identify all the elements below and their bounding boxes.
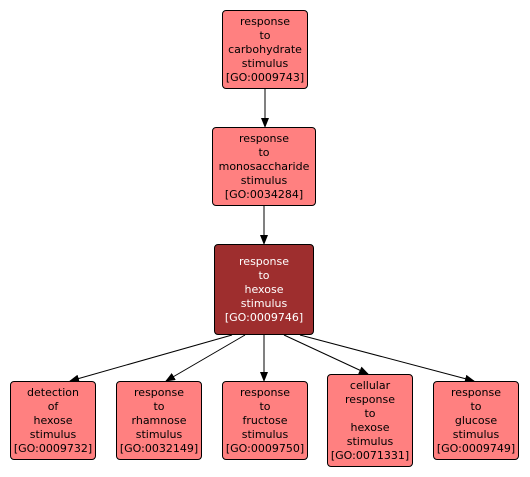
node-label-line: stimulus [241, 56, 289, 70]
node-label-line: to [259, 28, 271, 42]
node-label-line: to [470, 399, 482, 413]
node-response-to-monosaccharide-stimulus[interactable]: response to monosaccharide stimulus [GO:… [212, 127, 316, 206]
node-go-id: [GO:0032149] [119, 441, 199, 455]
node-label-line: response [239, 131, 289, 145]
node-label-line: carbohydrate [228, 42, 302, 56]
node-response-to-fructose-stimulus[interactable]: response to fructose stimulus [GO:000975… [222, 381, 308, 460]
node-label-line: hexose [350, 420, 390, 434]
node-label-line: hexose [33, 413, 73, 427]
node-label-line: to [258, 268, 270, 282]
node-label-line: fructose [242, 413, 288, 427]
edge-hexose-to-rhamnose [165, 334, 246, 382]
node-label-line: to [259, 399, 271, 413]
edge-hexose-to-detection [69, 334, 233, 383]
node-label-line: stimulus [240, 173, 288, 187]
node-response-to-rhamnose-stimulus[interactable]: response to rhamnose stimulus [GO:003214… [116, 381, 202, 460]
node-label-line: monosaccharide [218, 159, 310, 173]
node-label-line: to [258, 145, 270, 159]
node-label-line: response [240, 385, 290, 399]
node-label-line: to [153, 399, 165, 413]
node-go-id: [GO:0009746] [224, 310, 304, 324]
node-label-line: response [451, 385, 501, 399]
node-label-line: stimulus [241, 427, 289, 441]
node-label-line: glucose [454, 413, 498, 427]
node-label-line: response [240, 14, 290, 28]
node-label-line: detection [27, 385, 79, 399]
node-label-line: response [134, 385, 184, 399]
node-response-to-glucose-stimulus[interactable]: response to glucose stimulus [GO:0009749… [433, 381, 519, 460]
node-label-line: rhamnose [131, 413, 187, 427]
node-response-to-carbohydrate-stimulus[interactable]: response to carbohydrate stimulus [GO:00… [222, 10, 308, 89]
node-label-line: stimulus [135, 427, 183, 441]
edge-hexose-to-cellular [283, 334, 369, 375]
node-label-line: hexose [244, 282, 284, 296]
node-go-id: [GO:0009743] [225, 70, 305, 84]
node-response-to-hexose-stimulus[interactable]: response to hexose stimulus [GO:0009746] [214, 244, 314, 335]
node-go-id: [GO:0009749] [436, 441, 516, 455]
node-go-id: [GO:0034284] [224, 187, 304, 201]
node-label-line: response [239, 254, 289, 268]
node-go-id: [GO:0071331] [330, 448, 410, 462]
edge-hexose-to-glucose [299, 334, 475, 383]
node-label-line: stimulus [29, 427, 77, 441]
node-label-line: stimulus [452, 427, 500, 441]
node-label-line: response [345, 392, 395, 406]
node-label-line: cellular [349, 378, 391, 392]
node-label-line: stimulus [346, 434, 394, 448]
node-label-line: of [47, 399, 59, 413]
node-cellular-response-to-hexose-stimulus[interactable]: cellular response to hexose stimulus [GO… [327, 374, 413, 467]
node-label-line: stimulus [240, 296, 288, 310]
node-go-id: [GO:0009750] [225, 441, 305, 455]
node-detection-of-hexose-stimulus[interactable]: detection of hexose stimulus [GO:0009732… [10, 381, 96, 460]
node-go-id: [GO:0009732] [13, 441, 93, 455]
node-label-line: to [364, 406, 376, 420]
